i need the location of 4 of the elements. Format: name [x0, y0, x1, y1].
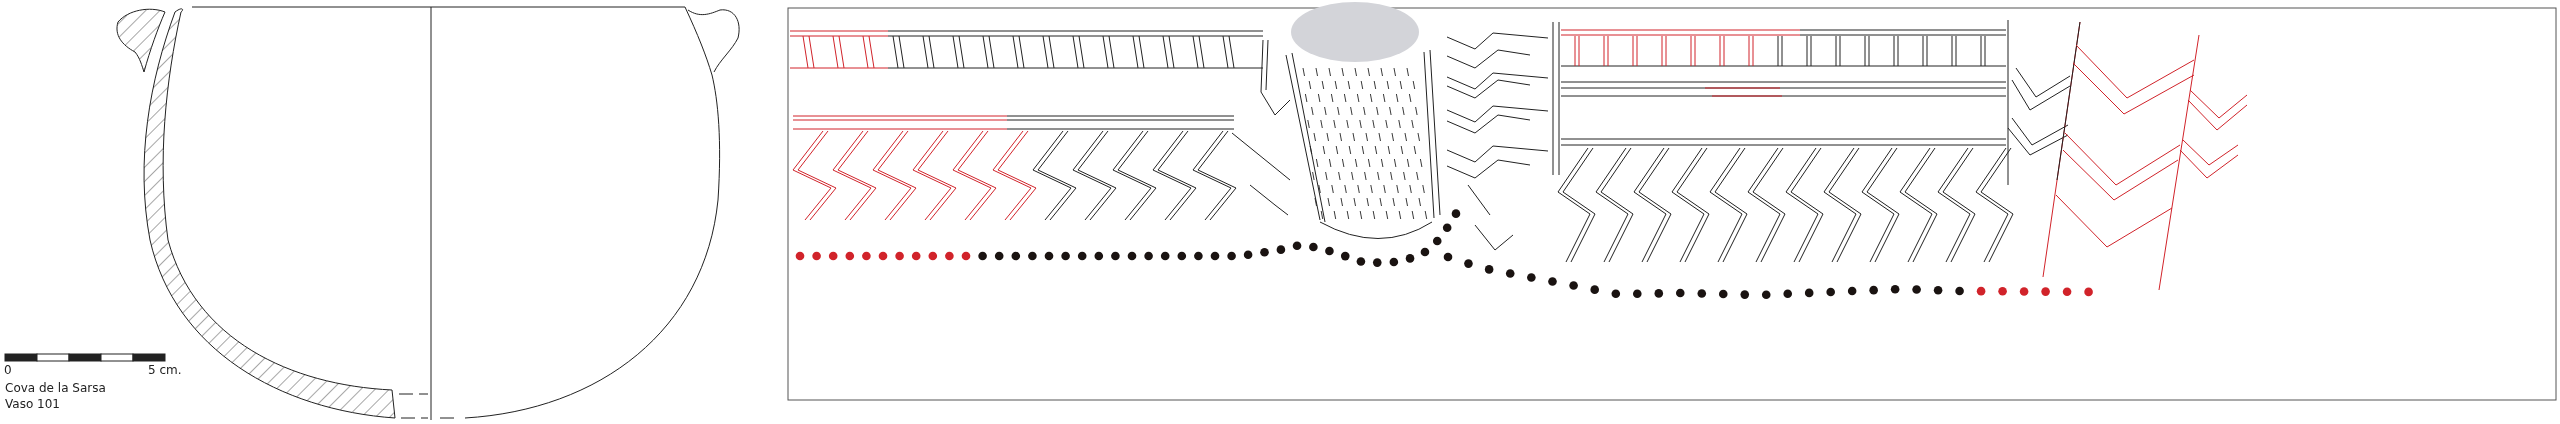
scale-label: 5 cm.	[148, 363, 182, 377]
caption-text: Cova de la Sarsa	[5, 381, 106, 395]
scale-label: 0	[4, 363, 12, 377]
caption-text: Vaso 101	[5, 397, 60, 411]
